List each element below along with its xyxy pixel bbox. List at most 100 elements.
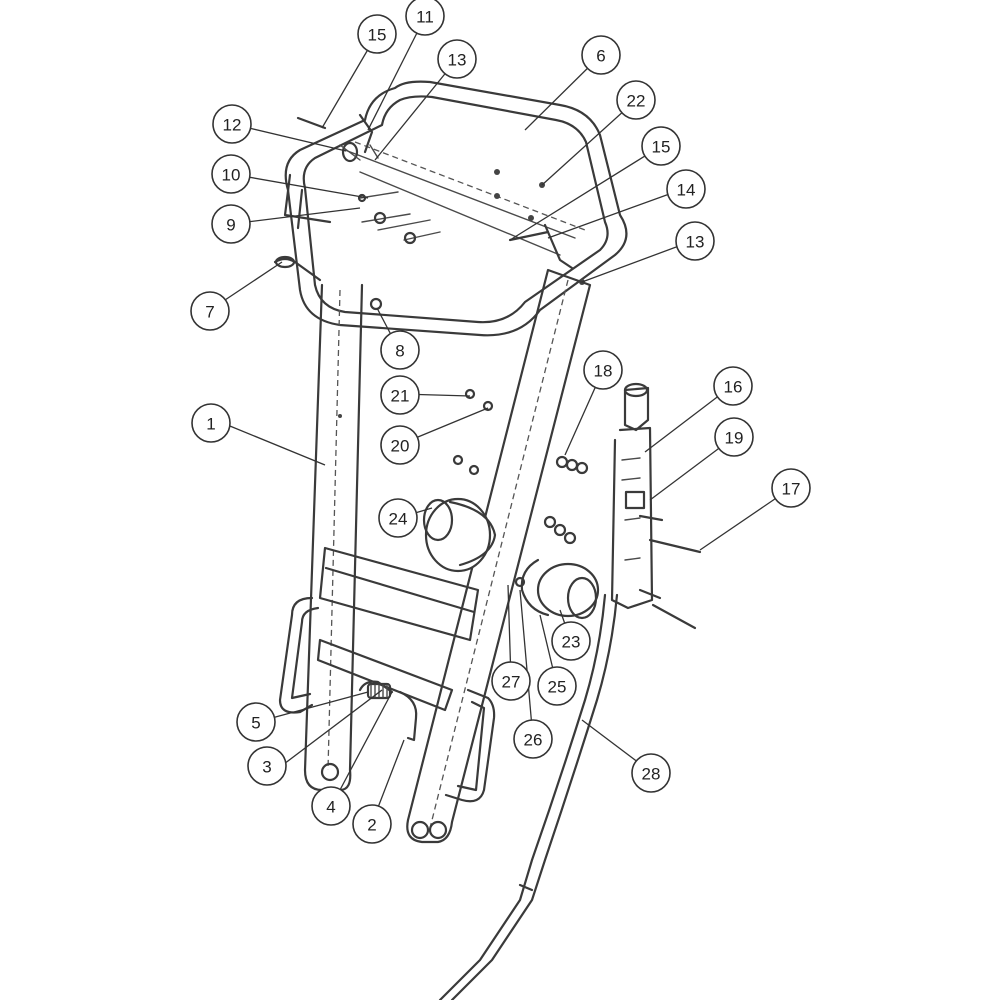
callout-balloon [666,169,706,209]
callout-balloon [405,0,445,36]
callout-2: 2 [352,804,392,844]
callout-6: 6 [581,35,621,75]
callout-label: 15 [368,26,387,45]
callout-balloon [537,666,577,706]
callout-label: 21 [391,387,410,406]
callout-balloon [378,498,418,538]
callout-label: 20 [391,437,410,456]
callout-balloon [380,330,420,370]
callout-label: 23 [562,633,581,652]
callout-23: 23 [551,621,591,661]
callout-8: 8 [380,330,420,370]
callout-27: 27 [491,661,531,701]
callout-4: 4 [311,786,351,826]
latch-assembly [358,680,418,742]
callout-20: 20 [380,425,420,465]
callout-label: 27 [502,673,521,692]
callout-16: 16 [713,366,753,406]
callout-24: 24 [378,498,418,538]
callout-layer: 1234567891011121313141515161718192021222… [190,0,811,844]
callout-balloon [437,39,477,79]
callout-label: 18 [594,362,613,381]
callout-label: 17 [782,480,801,499]
callout-label: 1 [206,415,215,434]
callout-balloon [714,417,754,457]
tray-frame [283,80,628,337]
callout-label: 3 [262,758,271,777]
callout-balloon [491,661,531,701]
callout-label: 9 [226,216,235,235]
callout-14: 14 [666,169,706,209]
callout-balloon [631,753,671,793]
callout-15: 15 [641,126,681,166]
callout-label: 8 [395,342,404,361]
callout-label: 24 [389,510,408,529]
callout-9: 9 [211,204,251,244]
control-cable [438,593,619,1000]
callout-balloon [190,291,230,331]
callout-13: 13 [437,39,477,79]
crossbars [316,546,480,712]
callout-label: 7 [205,303,214,322]
top-hardware [273,113,585,311]
callout-balloon [352,804,392,844]
callout-15: 15 [357,14,397,54]
callout-balloon [357,14,397,54]
callout-balloon [211,154,251,194]
callout-label: 11 [416,8,434,27]
callout-10: 10 [211,154,251,194]
callout-25: 25 [537,666,577,706]
callout-balloon [311,786,351,826]
callout-label: 15 [652,138,671,157]
callout-balloon [616,80,656,120]
callout-3: 3 [247,746,287,786]
callout-balloon [675,221,715,261]
callout-11: 11 [405,0,445,36]
callout-label: 26 [524,731,543,750]
leader-lines [209,16,792,824]
callout-label: 12 [223,116,242,135]
callout-label: 19 [725,429,744,448]
callout-label: 22 [627,92,646,111]
callout-22: 22 [616,80,656,120]
callout-label: 5 [251,714,260,733]
callout-12: 12 [212,104,252,144]
right-rail [406,268,592,844]
callout-13: 13 [675,221,715,261]
callout-label: 16 [724,378,743,397]
callout-label: 4 [326,798,335,817]
callout-balloon [380,425,420,465]
left-rail [303,283,364,792]
callout-balloon [713,366,753,406]
callout-label: 28 [642,765,661,784]
callout-balloon [513,719,553,759]
actuator-assembly [422,382,702,630]
callout-1: 1 [191,403,231,443]
callout-26: 26 [513,719,553,759]
callout-balloon [212,104,252,144]
callout-balloon [771,468,811,508]
callout-21: 21 [380,375,420,415]
callout-balloon [583,350,623,390]
callout-7: 7 [190,291,230,331]
callout-label: 13 [686,233,705,252]
callout-17: 17 [771,468,811,508]
callout-18: 18 [583,350,623,390]
callout-label: 25 [548,678,567,697]
callout-5: 5 [236,702,276,742]
callout-19: 19 [714,417,754,457]
callout-label: 6 [596,47,605,66]
callout-balloon [247,746,287,786]
callout-28: 28 [631,753,671,793]
callout-label: 2 [367,816,376,835]
callout-label: 13 [448,51,467,70]
callout-balloon [581,35,621,75]
callout-balloon [380,375,420,415]
callout-balloon [191,403,231,443]
callout-label: 14 [677,181,696,200]
callout-balloon [551,621,591,661]
callout-balloon [236,702,276,742]
callout-label: 10 [222,166,241,185]
